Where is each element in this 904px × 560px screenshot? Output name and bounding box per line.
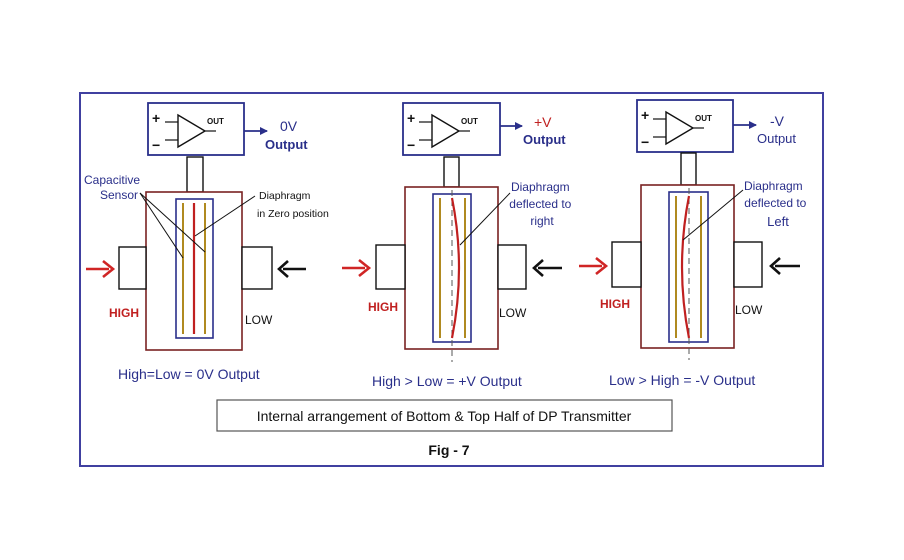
- diaphragm-note: Diaphragm deflected to right: [509, 180, 574, 228]
- amp-minus-sign: −: [407, 137, 415, 153]
- high-pressure-arrow-head: [358, 258, 372, 278]
- low-label: LOW: [499, 306, 527, 320]
- high-port: [375, 244, 406, 290]
- diaphragm-note: Diaphragm deflected to Left: [744, 179, 810, 229]
- panel-right: + − OUT +V Output Diaphragm deflected to…: [342, 102, 574, 389]
- low-label: LOW: [735, 303, 763, 317]
- diaphragm-note: Diaphragm in Zero position: [257, 190, 329, 220]
- figure-label: Fig - 7: [428, 442, 469, 458]
- low-port: [733, 241, 763, 288]
- low-label: LOW: [245, 313, 273, 327]
- diaphragm-leader: [682, 189, 744, 241]
- low-pressure-arrow-head: [277, 260, 289, 278]
- high-port: [611, 241, 642, 288]
- output-value: -V: [770, 113, 785, 129]
- panel-zero: + − OUT 0V Output Capacitive Sensor Diap…: [84, 102, 329, 382]
- state-equation: High > Low = +V Output: [372, 373, 522, 389]
- amp-out-label: OUT: [207, 117, 224, 126]
- amp-out-label: OUT: [695, 114, 712, 123]
- high-label: HIGH: [600, 297, 630, 311]
- amp-plus-sign: +: [641, 107, 649, 123]
- high-port: [118, 246, 147, 290]
- diaphragm: [450, 197, 461, 339]
- caption-box: [216, 399, 673, 432]
- amp-minus-sign: −: [641, 134, 649, 150]
- diaphragm: [680, 195, 691, 339]
- state-equation: Low > High = -V Output: [609, 372, 755, 388]
- sensor-connector-stem: [186, 156, 204, 193]
- amp-minus-sign: −: [152, 137, 160, 153]
- op-amp-triangle: [665, 110, 695, 146]
- output-label: Output: [523, 132, 566, 147]
- output-label: Output: [265, 137, 308, 152]
- sensor-leader: [139, 192, 184, 259]
- caption-text: Internal arrangement of Bottom & Top Hal…: [257, 408, 632, 424]
- sensor-label: Capacitive Sensor: [84, 173, 143, 202]
- output-label: Output: [757, 131, 796, 146]
- amp-plus-sign: +: [407, 110, 415, 126]
- high-pressure-arrow-head: [595, 256, 609, 276]
- low-pressure-arrow-head: [532, 259, 544, 277]
- sensor-connector-stem: [443, 156, 460, 188]
- amplifier-block: + − OUT: [636, 99, 734, 153]
- amp-out-label: OUT: [461, 117, 478, 126]
- output-value: +V: [534, 114, 552, 130]
- diaphragm-leader: [194, 195, 256, 237]
- panel-left: + − OUT -V Output Diaphragm deflected to…: [579, 99, 810, 388]
- op-amp-triangle: [431, 113, 461, 149]
- op-amp-triangle: [177, 113, 207, 149]
- diaphragm-leader: [459, 192, 511, 246]
- high-label: HIGH: [368, 300, 398, 314]
- sensor-leader: [139, 192, 206, 253]
- output-value: 0V: [280, 118, 298, 134]
- amplifier-block: + − OUT: [147, 102, 245, 156]
- state-equation: High=Low = 0V Output: [118, 366, 260, 382]
- high-label: HIGH: [109, 306, 139, 320]
- sensor-connector-stem: [680, 152, 697, 186]
- high-pressure-arrow-head: [102, 259, 116, 279]
- low-port: [497, 244, 527, 290]
- amp-plus-sign: +: [152, 110, 160, 126]
- low-pressure-arrow-head: [769, 257, 781, 275]
- low-port: [241, 246, 273, 290]
- amplifier-block: + − OUT: [402, 102, 501, 156]
